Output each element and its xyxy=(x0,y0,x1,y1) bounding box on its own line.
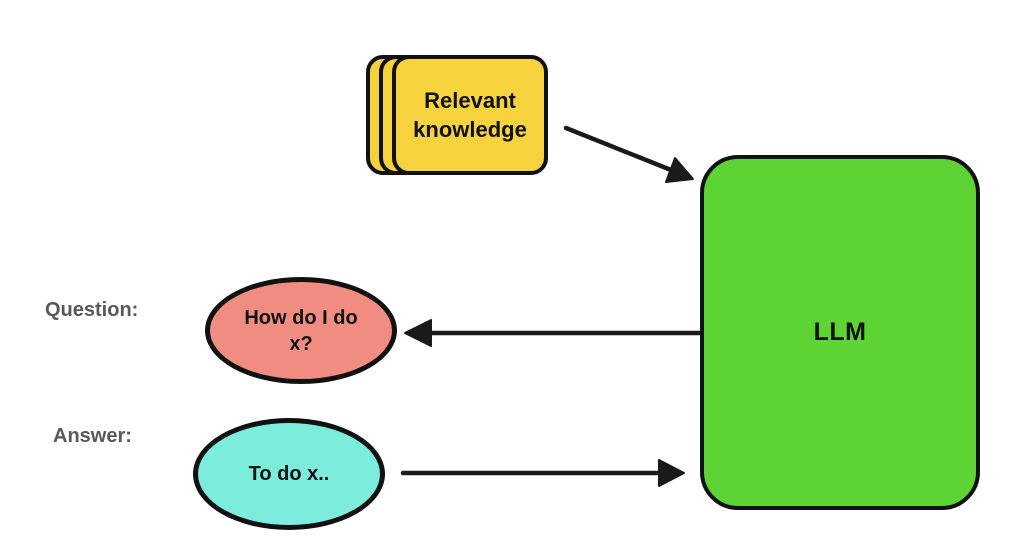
knowledge-card: Relevant knowledge xyxy=(392,55,548,175)
question-bubble: How do I do x? xyxy=(205,277,397,384)
knowledge-card-label: Relevant knowledge xyxy=(413,87,527,142)
llm-box-label: LLM xyxy=(813,318,867,346)
answer-bubble-label: To do x.. xyxy=(248,463,330,485)
arrow-knowledge-to-llm-icon xyxy=(563,125,694,183)
question-label: Question: xyxy=(45,299,139,321)
llm-box: LLM xyxy=(700,155,980,510)
answer-bubble: To do x.. xyxy=(193,418,385,530)
question-bubble-label: How do I do x? xyxy=(244,306,358,355)
arrow-answer-to-llm-icon xyxy=(400,459,685,487)
arrow-llm-to-question-icon xyxy=(404,319,703,347)
knowledge-card-stack: Relevant knowledge xyxy=(366,55,548,175)
answer-label: Answer: xyxy=(53,425,132,447)
